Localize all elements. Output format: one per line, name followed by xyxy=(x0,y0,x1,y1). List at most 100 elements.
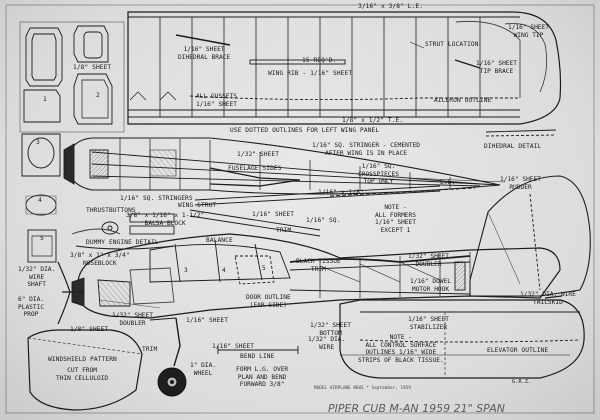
bend-line-title: BEND LINE xyxy=(240,353,275,360)
noseblock-line-2: NOSEBLOCK xyxy=(83,259,117,267)
bend-line-text: FORM L.G. OVER PLAN AND BEND FORWARD 3/8… xyxy=(236,366,288,389)
mid-sheet-label: 1/16" SHEET xyxy=(186,317,229,324)
balsa-block-line-1: 3/8" x 1/16" x 1-1/2" xyxy=(126,212,205,219)
gear-wire-line-1: 1/32" DIA. xyxy=(308,336,346,343)
formers-column xyxy=(19,21,125,263)
stabilizer-line-2: STABILIZER xyxy=(409,323,448,331)
wire-shaft-line-3: SHAFT xyxy=(27,281,46,288)
plastic-prop-line-2: PLASTIC xyxy=(18,303,45,311)
tail-doubler-line-1: 1/32" SHEET xyxy=(408,253,449,260)
fuselage-top-view xyxy=(63,137,506,237)
wing-plan xyxy=(127,11,562,125)
dowel-line-1: 1/16" DOWEL xyxy=(410,278,451,285)
dihedral-brace-line-2: DIHEDRAL BRACE xyxy=(178,53,231,61)
side-former-3: 3 xyxy=(184,267,188,274)
bottom-sheet-label: 1/32" SHEET BOTTOM xyxy=(310,322,351,337)
wing-strut-label: WING STRUT xyxy=(178,202,217,209)
balsa-block-line-2: BALSA BLOCK xyxy=(144,219,186,227)
bottom-sheet-line-2: BOTTOM xyxy=(319,329,342,337)
control-note-line-2: ALL CONTROL SURFACE xyxy=(365,341,437,349)
crosspieces-line-2: CROSSPIECES xyxy=(358,170,399,178)
side-former-4: 4 xyxy=(222,267,226,274)
gear-sheet-label: 1/16" SHEET xyxy=(212,343,255,350)
side-trim-label: TRIM xyxy=(142,346,158,353)
formers-note-line-3: 1/16" SHEET xyxy=(375,219,416,226)
control-note-line-1: NOTE - xyxy=(389,334,413,341)
former-number-4: 4 xyxy=(38,197,42,204)
wire-shaft-line-1: 1/32" DIA. xyxy=(18,266,56,273)
trailing-edge-label: 1/8" x 1/2" T.E. xyxy=(342,117,404,124)
tip-brace-line-2: TIP BRACE xyxy=(479,67,514,75)
rudder-line-1: 1/16" SHEET xyxy=(500,176,541,183)
bend-line-text-2: PLAN AND BEND xyxy=(237,373,287,381)
wingtip-label-line-2: WING TIP xyxy=(513,31,544,39)
strut-location-label: STRUT LOCATION xyxy=(425,41,479,48)
wheel-label: 1" DIA. WHEEL xyxy=(190,362,216,377)
page-border xyxy=(5,4,595,414)
sq-stringers-label: 1/16" SQ. STRINGERS xyxy=(120,195,193,202)
bottom-sheet-line-1: 1/32" SHEET xyxy=(310,322,351,329)
windshield-pattern xyxy=(27,329,143,411)
black-tissue-line-2: TRIM xyxy=(310,265,326,273)
control-note-line-4: STRIPS OF BLACK TISSUE. xyxy=(358,356,444,364)
front-doubler-label: 1/32" SHEET DOUBLER xyxy=(112,312,153,327)
tip-brace-label: 1/16" SHEET TIP BRACE xyxy=(476,60,517,75)
balance-label: BALANCE xyxy=(206,237,233,244)
fuselage-side-view xyxy=(57,233,563,367)
gear-wire-label: 1/32" DIA. WIRE xyxy=(308,336,345,351)
landing-gear xyxy=(157,367,187,397)
noseblock-label: 3/8" x 1" x 3/4" NOSEBLOCK xyxy=(70,252,130,267)
dihedral-brace-line-1: 1/16" SHEET xyxy=(183,46,225,53)
bend-line-text-1: FORM L.G. OVER xyxy=(236,366,289,373)
gussets-line-1: ALL GUSSETS xyxy=(196,93,237,100)
stringer-line-1: 1/16" SQ. STRINGER - CEMENTED xyxy=(312,142,421,149)
fuselage-sheet-label: 1/32" SHEET xyxy=(237,151,280,158)
dummy-engine-label: DUMMY ENGINE DETAIL xyxy=(86,239,159,246)
tail-doubler-label: 1/32" SHEET DOUBLER xyxy=(408,253,449,268)
stabilizer-label: 1/16" SHEET STABILIZER xyxy=(408,316,449,331)
black-tissue-label: BLACK TISSUE TRIM xyxy=(296,258,341,273)
rudder-label: 1/16" SHEET RUDDER xyxy=(500,176,541,191)
front-sheet-label: 1/8" SHEET xyxy=(70,326,109,333)
gussets-line-2: 1/16" SHEET xyxy=(196,100,237,108)
formers-note-line-2: ALL FORMERS xyxy=(375,211,416,219)
dotted-outline-note: USE DOTTED OUTLINES FOR LEFT WING PANEL xyxy=(230,127,380,134)
wingtip-label-line-1: 1/16" SHEET xyxy=(508,24,549,31)
wire-shaft-line-2: WIRE xyxy=(29,273,45,281)
plastic-prop-line-3: PROP xyxy=(23,311,39,318)
aileron-label: AILERON OUTLINE xyxy=(434,97,492,104)
wheel-line-1: 1" DIA. xyxy=(190,362,217,369)
crosspieces-line-3: TOP ONLY xyxy=(363,178,394,185)
crosspieces-line-1: 1/16" SQ. xyxy=(361,163,396,170)
windshield-sub-line-1: CUT FROM xyxy=(67,367,97,374)
stabilizer xyxy=(339,299,585,379)
gear-wire-line-2: WIRE xyxy=(319,343,335,351)
dowel-label: 1/16" DOWEL MOTOR HOOK xyxy=(410,278,451,293)
black-tissue-line-1: BLACK TISSUE xyxy=(296,258,341,265)
strip-label: 1/16" x 1/8" xyxy=(318,189,364,196)
former-number-5: 5 xyxy=(40,235,44,242)
le-small-label: L.E. xyxy=(440,179,456,186)
tip-brace-line-1: 1/16" SHEET xyxy=(476,60,517,67)
tailskid-line-1: 1/32" DIA. WIRE xyxy=(520,291,576,298)
formers-note-line-1: NOTE - xyxy=(384,204,407,211)
stabilizer-line-1: 1/16" SHEET xyxy=(408,316,449,323)
ribs-required-label: 15 REQ'D. xyxy=(302,57,337,64)
side-former-5: 5 xyxy=(262,265,266,272)
fuselage-sides-label: FUSELAGE SIDES xyxy=(228,165,282,172)
windshield-title: WINDSHIELD PATTERN xyxy=(48,356,117,363)
thrustbuttons-label: THRUSTBUTTONS xyxy=(86,207,136,214)
door-outline-line-1: DOOR OUTLINE xyxy=(246,294,291,301)
wing-rib-label: WING RIB - 1/16" SHEET xyxy=(268,70,353,77)
formers-note: NOTE - ALL FORMERS 1/16" SHEET EXCEPT 1 xyxy=(375,204,416,234)
wire-shaft-label: 1/32" DIA. WIRE SHAFT xyxy=(18,266,55,289)
dowel-line-2: MOTOR HOOK xyxy=(411,285,450,293)
sheet16-sq-label: 1/16" SQ. xyxy=(306,217,341,224)
former-number-1: 1 xyxy=(43,96,47,103)
stringer-line-2: AFTER WING IS IN PLACE xyxy=(325,149,407,157)
crosspieces-label: 1/16" SQ. CROSSPIECES TOP ONLY xyxy=(358,163,399,186)
former-number-2: 2 xyxy=(96,92,100,99)
front-doubler-line-2: DOUBLER xyxy=(119,319,146,327)
wing-le-label: 3/16" x 3/8" L.E. xyxy=(358,3,424,10)
